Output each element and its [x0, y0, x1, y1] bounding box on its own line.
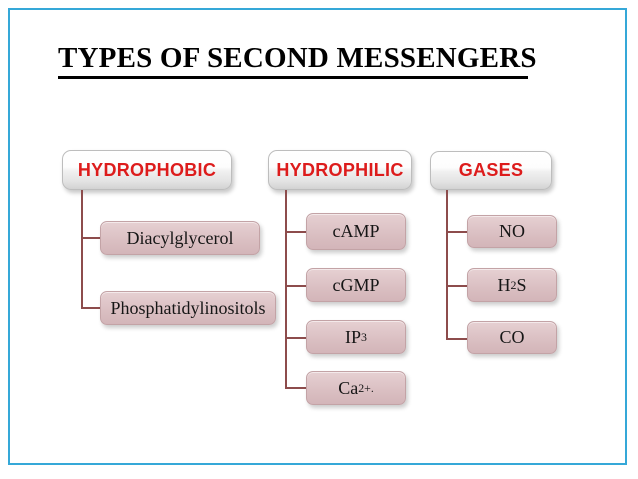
node-calcium-label: Ca	[338, 377, 359, 398]
node-phosphatidylinositols[interactable]: Phosphatidylinositols	[100, 291, 276, 325]
connector-trunk-gases	[446, 190, 448, 340]
title-underline	[58, 76, 528, 79]
node-diacylglycerol[interactable]: Diacylglycerol	[100, 221, 260, 255]
header-box-gases[interactable]: GASES	[430, 151, 552, 190]
connector-branch-gases-1	[446, 231, 468, 233]
node-h2s-tail: S	[516, 274, 527, 295]
node-ip3-subscript: 3	[361, 329, 367, 344]
connector-branch-hydrophilic-1	[285, 231, 307, 233]
node-h2s-subscript: 2	[510, 277, 517, 292]
connector-branch-gases-3	[446, 338, 468, 340]
page-title: TYPES OF SECOND MESSENGERS	[58, 42, 537, 74]
node-co[interactable]: CO	[467, 321, 557, 354]
connector-branch-hydrophobic-2	[81, 307, 101, 309]
connector-branch-hydrophilic-2	[285, 285, 307, 287]
node-no[interactable]: NO	[467, 215, 557, 248]
connector-branch-gases-2	[446, 285, 468, 287]
node-h2s-label: H	[497, 274, 511, 295]
connector-trunk-hydrophilic	[285, 190, 287, 389]
connector-branch-hydrophilic-4	[285, 387, 307, 389]
node-cgmp[interactable]: cGMP	[306, 268, 406, 302]
node-ip3-label: IP	[345, 326, 362, 347]
header-box-hydrophilic[interactable]: HYDROPHILIC	[268, 150, 412, 190]
connector-trunk-hydrophobic	[81, 190, 83, 309]
connector-branch-hydrophilic-3	[285, 337, 307, 339]
connector-branch-hydrophobic-1	[81, 237, 101, 239]
node-camp[interactable]: cAMP	[306, 213, 406, 250]
header-box-hydrophobic[interactable]: HYDROPHOBIC	[62, 150, 232, 190]
node-calcium-superscript: 2+.	[358, 380, 374, 395]
